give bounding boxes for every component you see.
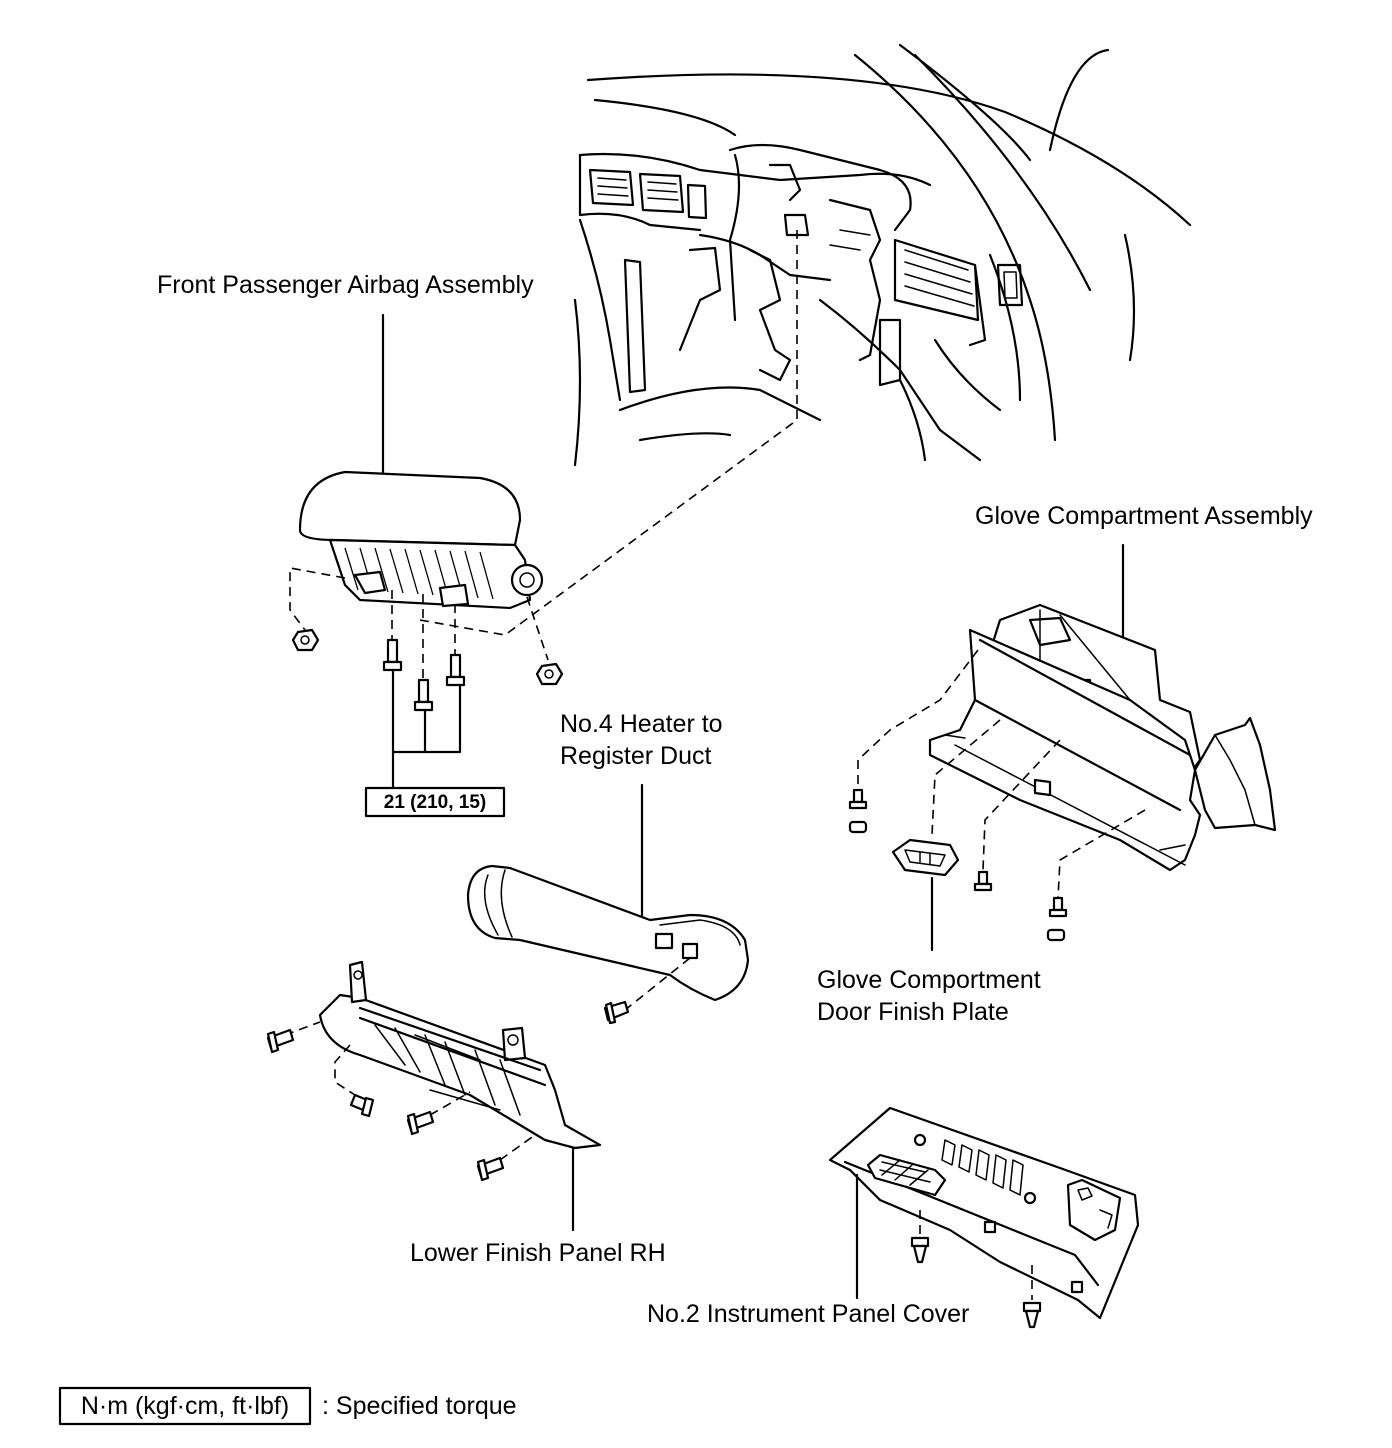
bolt-icon [382,638,403,672]
screw-icon [1048,896,1068,918]
legend-unit-text: N·m (kgf·cm, ft·lbf) [81,1392,289,1420]
screw-icon [349,1093,375,1118]
nut-icon [535,662,564,686]
screw-icon [1022,1301,1042,1329]
lower-panel-label: Lower Finish Panel RH [410,1239,666,1267]
door-plate-label-line1: Glove Comportment [817,966,1041,994]
no2-instrument-panel-cover: No.2 Instrument Panel Cover [647,1106,1140,1329]
lower-finish-panel-rh: Lower Finish Panel RH [266,960,666,1267]
heater-duct-label-line1: No.4 Heater to [560,710,723,738]
legend-description: : Specified torque [322,1392,517,1420]
no4-heater-to-register-duct: No.4 Heater to Register Duct [466,710,750,1025]
torque-spec: 21 (210, 15) [384,792,486,813]
front-passenger-airbag-assembly: Front Passenger Airbag Assembly [157,271,564,818]
bolt-icon [445,653,466,687]
screw-icon [603,1000,630,1025]
clip-icon [848,820,868,834]
screw-icon [848,788,868,810]
door-plate-label-line2: Door Finish Plate [817,998,1009,1026]
legend-unit-box [58,1386,312,1426]
dashboard-illustration [419,43,1192,636]
screw-icon [910,1236,930,1264]
glove-compartment-label: Glove Compartment Assembly [975,502,1313,530]
screw-icon [406,1110,435,1136]
bolt-icon [413,678,434,712]
screw-icon [266,1028,295,1054]
nut-icon [291,628,320,652]
glove-compartment-assembly: Glove Compartment Assembly [817,502,1313,1026]
torque-legend: N·m (kgf·cm, ft·lbf) : Specified torque [58,1386,517,1426]
instrument-cover-label: No.2 Instrument Panel Cover [647,1300,969,1328]
clip-icon [1046,928,1066,942]
screw-icon [476,1156,505,1182]
screw-icon [973,870,993,892]
glove-compartment-door-finish-plate [891,838,960,877]
heater-duct-label-line2: Register Duct [560,742,711,770]
torque-spec-box [364,786,506,818]
airbag-label: Front Passenger Airbag Assembly [157,271,534,299]
